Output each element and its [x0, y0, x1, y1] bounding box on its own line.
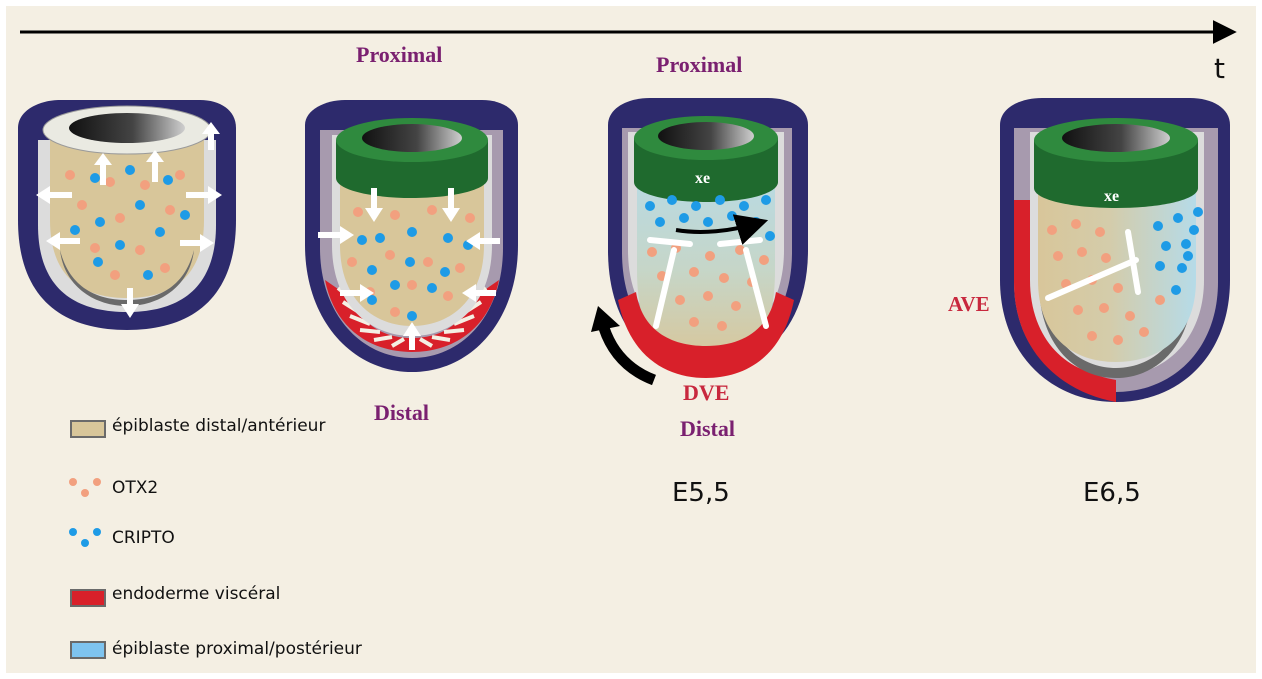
- embryo-4-cavity: [1062, 124, 1170, 152]
- legend-label-visceral-endoderm: endoderme viscéral: [112, 584, 280, 604]
- legend-swatch-red: [71, 590, 105, 606]
- legend-label-distal-epiblast: épiblaste distal/antérieur: [112, 416, 325, 436]
- legend-label-otx2: OTX2: [112, 478, 158, 498]
- embryo-2: [305, 100, 518, 372]
- embryo-1-cavity: [69, 113, 185, 143]
- legend-swatch-tan: [71, 421, 105, 437]
- embryo-2-distal-label: Distal: [374, 400, 429, 426]
- stage-label-e65: E6,5: [1083, 478, 1141, 508]
- embryo-1: [18, 100, 236, 330]
- embryo-3-dve-label: DVE: [683, 380, 729, 406]
- embryo-3-distal-label: Distal: [680, 416, 735, 442]
- stage-label-e55: E5,5: [672, 478, 730, 508]
- embryo-4-ave-label: AVE: [948, 292, 990, 317]
- legend-label-cripto: CRIPTO: [112, 528, 175, 548]
- legend-label-proximal-epiblast: épiblaste proximal/postérieur: [112, 639, 362, 659]
- embryo-4: [1000, 98, 1230, 402]
- legend-swatch-lightblue: [71, 642, 105, 658]
- time-axis-label: t: [1214, 52, 1225, 85]
- embryo-3-cavity: [658, 122, 754, 150]
- embryo-4-xe-label: xe: [1104, 188, 1119, 206]
- embryo-3-proximal-label: Proximal: [656, 52, 742, 78]
- embryo-3-xe-label: xe: [695, 170, 710, 188]
- embryo-1-epiblast: [50, 140, 204, 298]
- embryo-2-proximal-label: Proximal: [356, 42, 442, 68]
- embryo-2-cavity: [362, 124, 462, 152]
